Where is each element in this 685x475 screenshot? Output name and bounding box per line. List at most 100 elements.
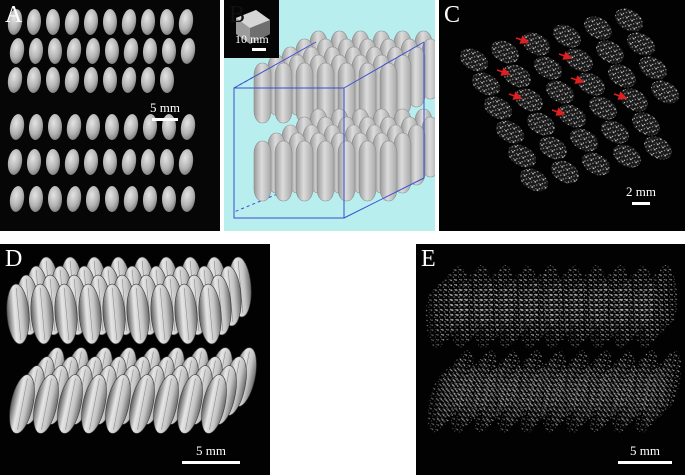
rice-grain — [162, 38, 176, 64]
red-arrow — [613, 91, 628, 100]
rice-grain — [121, 149, 137, 175]
grain-surface — [126, 283, 150, 345]
rice-grain — [7, 149, 23, 175]
grain-volume — [632, 289, 654, 349]
rice-grain — [7, 67, 23, 93]
grain-volume — [517, 289, 539, 349]
grain-cross-section — [632, 112, 660, 136]
grain-surface — [102, 283, 126, 345]
grain-cross-section — [570, 128, 598, 152]
grain-surface — [6, 283, 30, 345]
rice-grain — [121, 9, 137, 35]
rice-grain — [64, 149, 80, 175]
rice-grain — [105, 186, 119, 212]
rice-grain — [9, 38, 25, 64]
grain-surface — [201, 374, 227, 434]
rice-grain — [46, 9, 60, 35]
grain-cross-section — [601, 120, 629, 144]
panel-b: 10 mm B — [224, 0, 435, 231]
panel-a-scale-bar — [152, 118, 178, 121]
panel-b-label: B — [229, 2, 246, 28]
grain-cross-section — [534, 56, 562, 80]
grain-volume — [542, 374, 566, 434]
grain-cross-section — [539, 136, 567, 160]
rice-grain — [160, 149, 174, 175]
grain-volume — [448, 289, 470, 349]
grain-volume — [611, 374, 635, 434]
grain-model — [274, 140, 293, 202]
rice-grain — [64, 67, 80, 93]
grain-model — [337, 140, 356, 202]
grain-cross-section — [515, 88, 543, 112]
rice-grain — [162, 186, 176, 212]
panel-c-scale: 2 mm — [621, 184, 661, 205]
rice-grain — [160, 9, 174, 35]
rice-grain — [66, 186, 82, 212]
rice-grain — [103, 67, 117, 93]
panel-b-scale-text: 10 mm — [235, 32, 269, 46]
grain-surface — [30, 283, 54, 345]
panel-e-render — [425, 265, 682, 434]
rice-grain — [83, 149, 99, 175]
grain-surface — [105, 374, 131, 434]
rice-grain — [178, 9, 194, 35]
rice-grain — [9, 114, 25, 140]
panel-e: E 5 mm — [416, 244, 685, 475]
grain-cross-section — [584, 16, 612, 40]
rice-grain — [28, 186, 44, 212]
grain-cross-section — [651, 80, 679, 104]
rice-grain — [46, 67, 60, 93]
rice-grain — [66, 114, 82, 140]
grain-volume — [565, 374, 589, 434]
grain-volume — [540, 289, 562, 349]
rice-grain — [105, 38, 119, 64]
rice-grain — [28, 114, 44, 140]
panel-c-scale-text: 2 mm — [626, 184, 656, 199]
grain-volume — [427, 374, 451, 434]
rice-grain — [140, 9, 156, 35]
grain-volume — [563, 289, 585, 349]
red-arrow — [558, 51, 573, 60]
rice-grain — [83, 67, 99, 93]
panel-d: D 5 mm — [0, 244, 270, 475]
grain-cross-section — [496, 120, 524, 144]
grain-model — [274, 62, 293, 124]
panel-d-scale: 5 mm — [180, 443, 242, 464]
grain-volume — [494, 289, 516, 349]
grain-model — [295, 140, 314, 202]
grain-cross-section — [484, 96, 512, 120]
grain-cross-section — [620, 88, 648, 112]
grain-surface — [177, 374, 203, 434]
panel-b-scale-bar — [252, 48, 266, 51]
panel-e-scale-text: 5 mm — [630, 443, 660, 458]
cube-inset-image — [236, 10, 270, 44]
rice-grain — [123, 38, 139, 64]
rice-grain — [28, 38, 44, 64]
grain-volume — [425, 289, 447, 349]
rice-grain — [121, 67, 137, 93]
grain-model — [253, 62, 272, 124]
panel-e-scale-bar — [618, 461, 672, 464]
rice-grain — [7, 9, 23, 35]
panel-c-ct-slice — [460, 8, 679, 192]
grain-model — [316, 140, 335, 202]
rice-grain — [140, 149, 156, 175]
rice-grain — [178, 149, 194, 175]
grain-model — [379, 140, 398, 202]
panel-c-label: C — [444, 2, 461, 28]
rice-grain — [123, 114, 139, 140]
grain-cross-section — [553, 24, 581, 48]
panel-d-label: D — [5, 246, 23, 272]
grain-model — [358, 140, 377, 202]
grain-cross-section — [472, 72, 500, 96]
grain-cross-section — [577, 72, 605, 96]
panel-d-render — [6, 256, 257, 434]
grain-volume — [519, 374, 543, 434]
grain-surface — [33, 374, 59, 434]
grain-volume — [588, 374, 612, 434]
grain-cross-section — [491, 40, 519, 64]
grain-cross-section — [608, 64, 636, 88]
panel-d-scale-text: 5 mm — [196, 443, 226, 458]
red-arrow — [496, 67, 511, 76]
grain-surface — [54, 283, 78, 345]
